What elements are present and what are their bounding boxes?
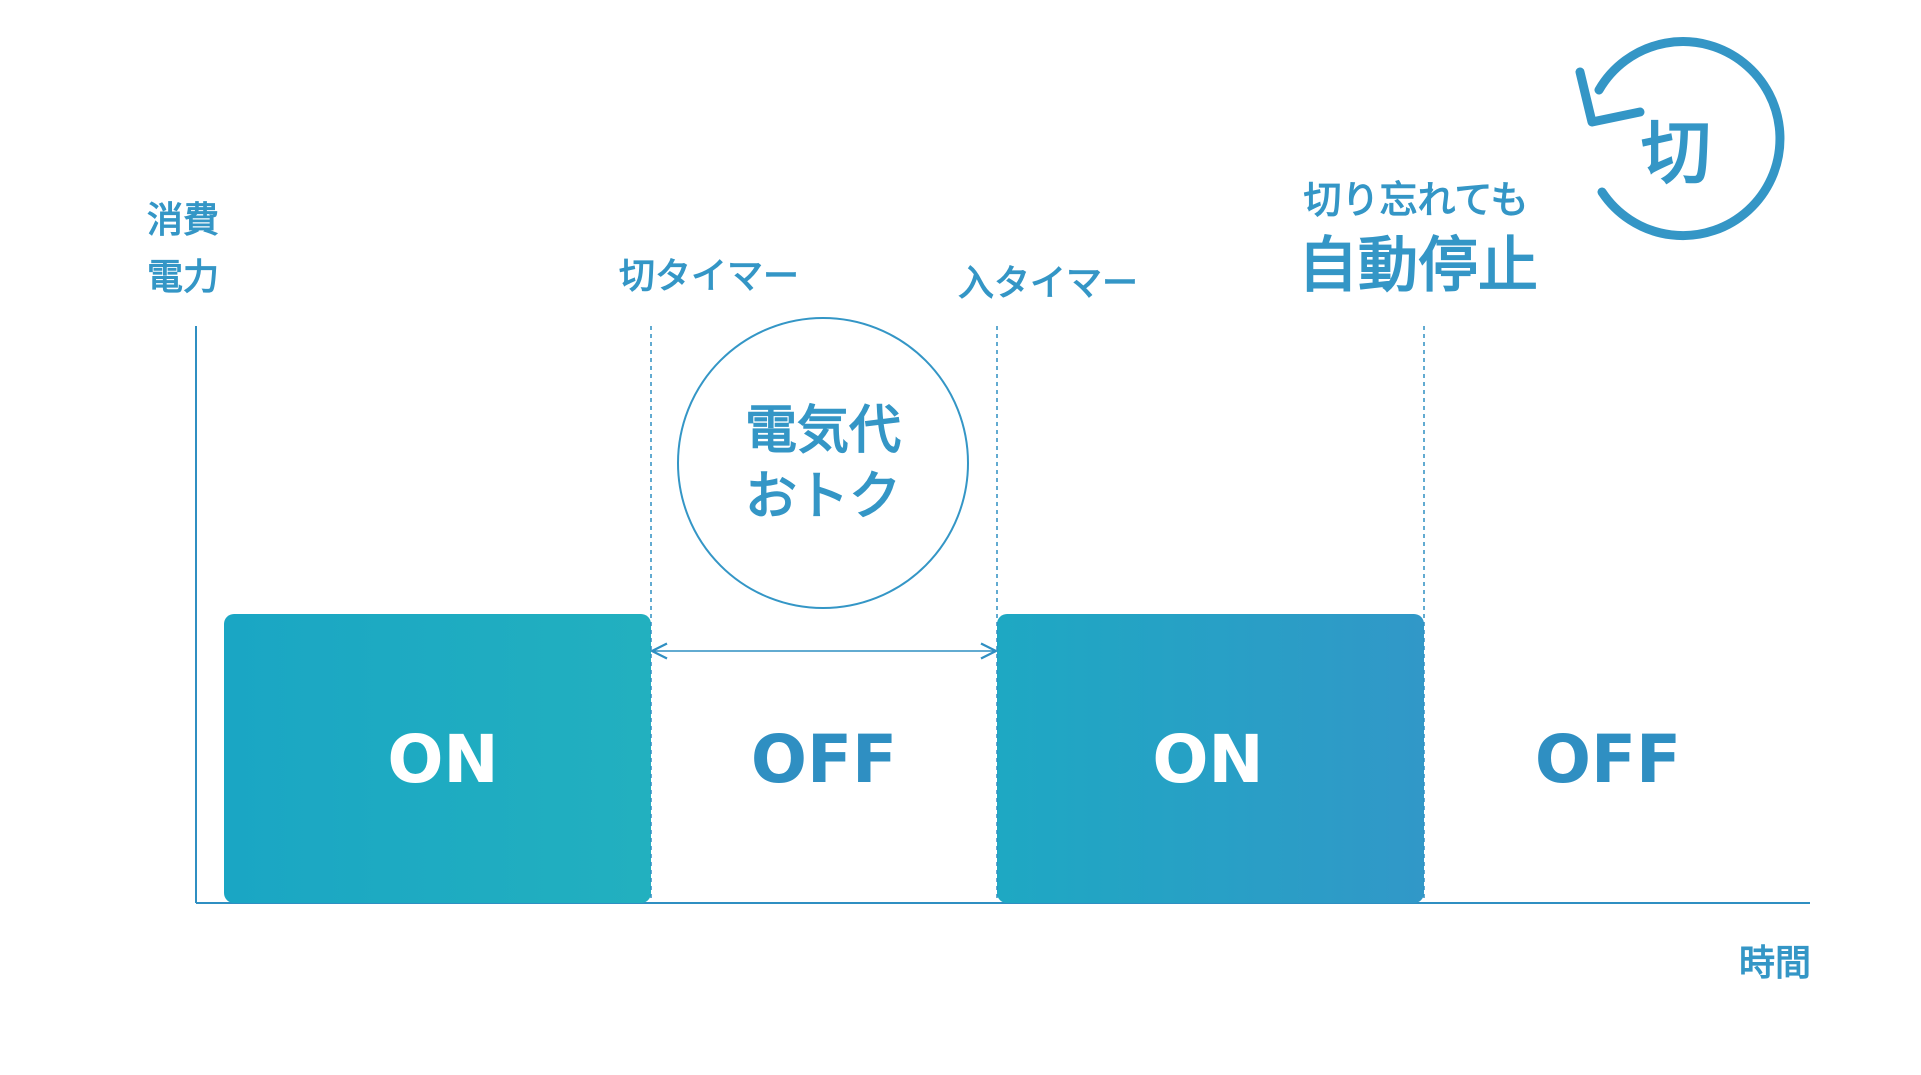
savings-bubble-line2: おトク [745, 467, 901, 527]
block-label-off-2: OFF [1535, 721, 1681, 798]
auto-stop-label-line1: 切り忘れても [1304, 178, 1529, 222]
y-axis-label-line2: 電力 [147, 257, 219, 298]
badge-text: 切 [1641, 112, 1711, 194]
y-axis-label-line1: 消費 [147, 200, 219, 241]
block-label-off-1: OFF [751, 721, 897, 798]
on-timer-label: 入タイマー [958, 263, 1138, 304]
x-axis-label: 時間 [1739, 943, 1811, 984]
block-label-on-1: ON [387, 721, 498, 798]
on-block-1 [224, 614, 651, 903]
rotate-left-icon [1575, 37, 1785, 241]
block-label-on-2: ON [1152, 721, 1263, 798]
on-block-2 [997, 614, 1424, 903]
off-timer-label: 切タイマー [619, 256, 799, 297]
savings-bubble [677, 317, 969, 609]
auto-stop-label-line2: 自動停止 [1298, 231, 1538, 301]
savings-bubble-line1: 電気代 [745, 401, 901, 461]
